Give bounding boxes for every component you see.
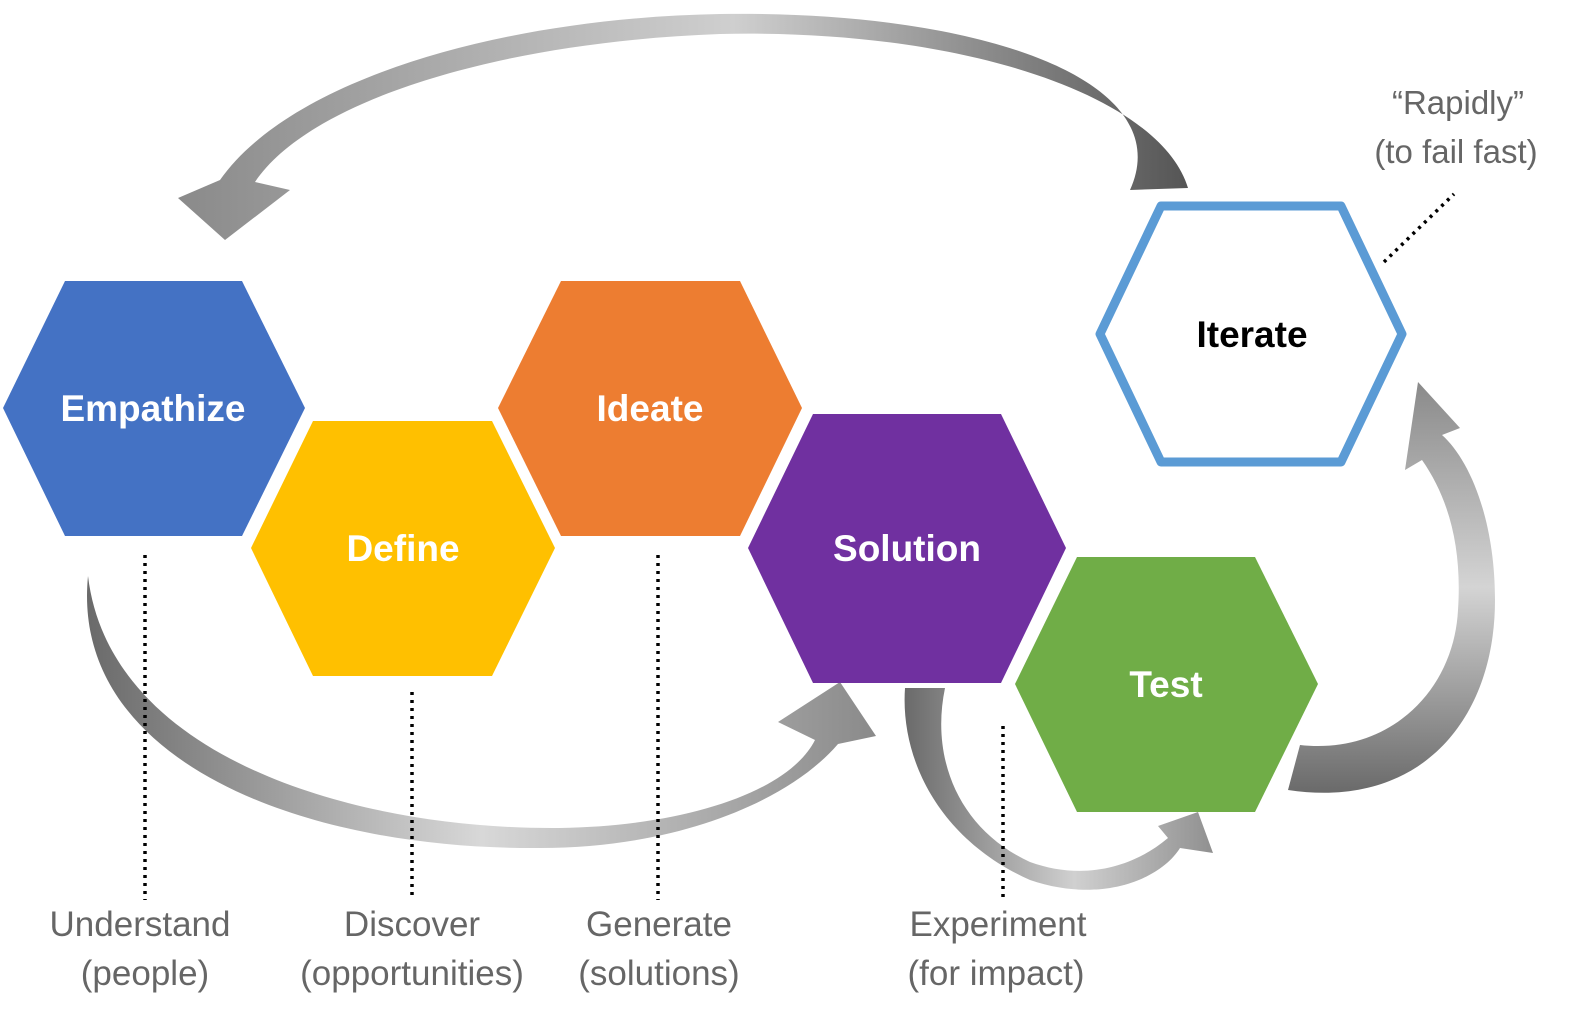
stage-ideate[interactable]: Ideate	[498, 281, 802, 536]
iterate-note-line1: “Rapidly”	[1392, 84, 1524, 121]
arrow-iterate-to-empathize	[178, 13, 1188, 241]
arrow-solution-to-test	[904, 688, 1213, 890]
stage-label-empathize: Empathize	[60, 388, 245, 429]
stage-define[interactable]: Define	[251, 421, 555, 676]
stage-label-iterate: Iterate	[1196, 314, 1307, 355]
caption-solution-line2: (for impact)	[908, 954, 1085, 993]
hexagon-solution	[748, 414, 1066, 683]
caption-ideate-line1: Generate	[586, 905, 732, 944]
hexagon-ideate	[498, 281, 802, 536]
stage-label-ideate: Ideate	[597, 388, 704, 429]
caption-define-line1: Discover	[344, 905, 480, 944]
arrow-test-to-iterate	[1288, 382, 1495, 793]
caption-empathize-line1: Understand	[50, 905, 231, 944]
flow-arrows	[87, 13, 1495, 890]
connector-iterate-note	[1382, 192, 1456, 264]
caption-ideate-line2: (solutions)	[578, 954, 739, 993]
hexagon-empathize	[3, 281, 305, 536]
stage-empathize[interactable]: Empathize	[3, 281, 305, 536]
hexagon-iterate	[1095, 201, 1407, 467]
dotted-connectors	[143, 192, 1456, 900]
stage-label-solution: Solution	[833, 528, 981, 569]
caption-define-line2: (opportunities)	[300, 954, 524, 993]
iterate-note: “Rapidly” (to fail fast)	[1374, 84, 1537, 170]
stage-solution[interactable]: Solution	[748, 414, 1066, 683]
hexagon-test	[1015, 557, 1318, 812]
stage-label-define: Define	[346, 528, 459, 569]
iterate-note-line2: (to fail fast)	[1374, 133, 1537, 170]
caption-empathize-line2: (people)	[81, 954, 209, 993]
hexagon-define	[251, 421, 555, 676]
stage-label-test: Test	[1129, 664, 1202, 705]
stage-hexagons: Empathize Define Ideate Solution Test It…	[3, 201, 1407, 812]
caption-solution-line1: Experiment	[909, 905, 1086, 944]
stage-captions: Understand (people) Discover (opportunit…	[50, 905, 1087, 993]
stage-test[interactable]: Test	[1015, 557, 1318, 812]
stage-iterate[interactable]: Iterate	[1095, 201, 1407, 467]
